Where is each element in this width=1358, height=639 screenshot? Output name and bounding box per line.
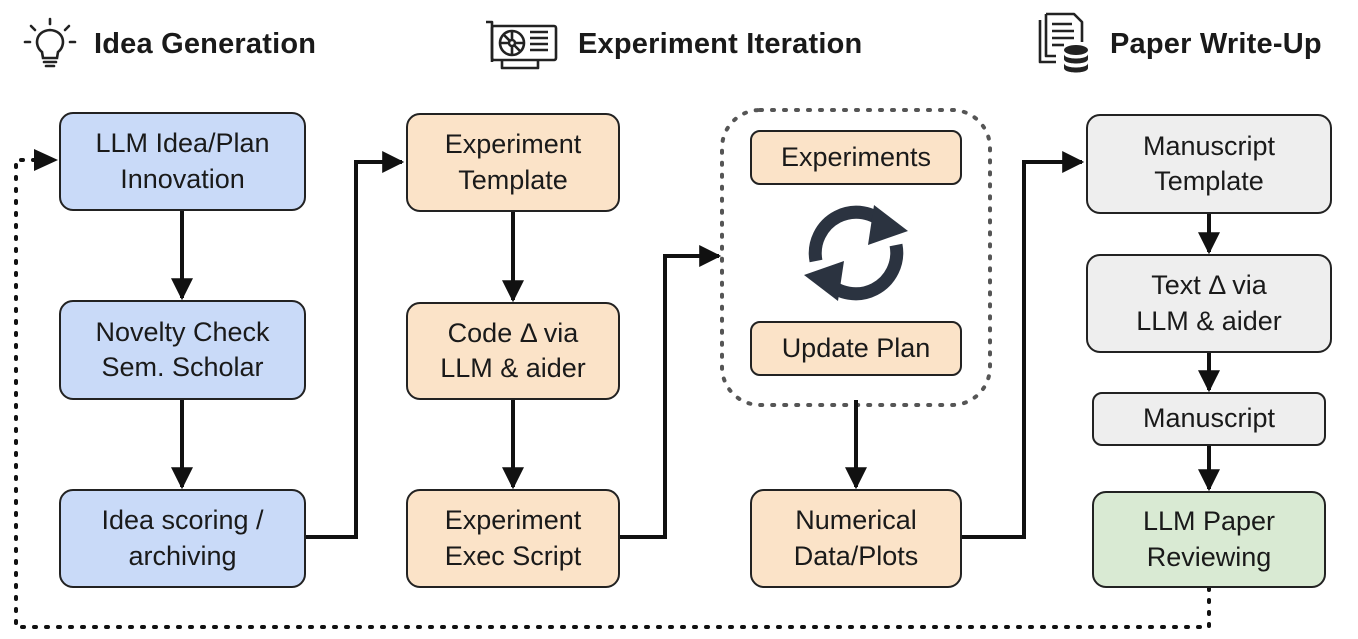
document-database-icon [1038,12,1088,73]
node-code-delta: Code Δ via LLM & aider [406,302,620,400]
node-llm-paper-reviewing-label: LLM Paper Reviewing [1142,506,1276,572]
node-numerical-data: Numerical Data/Plots [750,489,962,588]
node-experiment-template-label: Experiment Template [444,129,582,195]
node-manuscript-label: Manuscript [1142,403,1276,434]
node-manuscript: Manuscript [1092,392,1326,446]
node-novelty-check: Novelty Check Sem. Scholar [59,300,306,400]
node-experiments: Experiments [750,130,962,185]
node-idea-scoring: Idea scoring / archiving [59,489,306,588]
node-llm-idea-plan-label: LLM Idea/Plan Innovation [95,128,270,194]
arrow-exec-to-loop [620,245,722,539]
node-experiment-template: Experiment Template [406,113,620,212]
node-llm-idea-plan: LLM Idea/Plan Innovation [59,112,306,211]
lightbulb-icon [23,17,77,68]
node-novelty-check-label: Novelty Check Sem. Scholar [95,316,270,382]
feedback-loop-arrowhead [34,149,58,171]
node-experiments-label: Experiments [780,141,932,172]
node-idea-scoring-label: Idea scoring / archiving [101,505,264,571]
feedback-loop-line [14,158,1211,629]
arrow-numerical-to-manuscript-template [962,151,1085,539]
node-llm-paper-reviewing: LLM Paper Reviewing [1092,491,1326,588]
node-exec-script-label: Experiment Exec Script [444,505,582,571]
node-exec-script: Experiment Exec Script [406,489,620,588]
refresh-cycle-icon [804,205,908,301]
header-experiment-title: Experiment Iteration [578,27,863,60]
node-manuscript-template-label: Manuscript Template [1142,130,1276,196]
header-idea-title: Idea Generation [94,27,317,60]
header-paper-writeup: Paper Write-Up [1034,12,1322,73]
node-numerical-data-label: Numerical Data/Plots [793,505,919,571]
header-experiment-iteration: Experiment Iteration [482,20,863,70]
arrow-scoring-to-template [306,151,405,539]
node-update-plan: Update Plan [750,321,962,376]
gpu-card-icon [486,20,558,70]
node-manuscript-template: Manuscript Template [1086,114,1332,214]
node-text-delta: Text Δ via LLM & aider [1086,254,1332,353]
node-text-delta-label: Text Δ via LLM & aider [1136,270,1282,336]
node-code-delta-label: Code Δ via LLM & aider [440,317,586,383]
header-idea-generation: Idea Generation [22,17,317,68]
header-paper-title: Paper Write-Up [1110,27,1322,60]
node-update-plan-label: Update Plan [781,332,931,363]
